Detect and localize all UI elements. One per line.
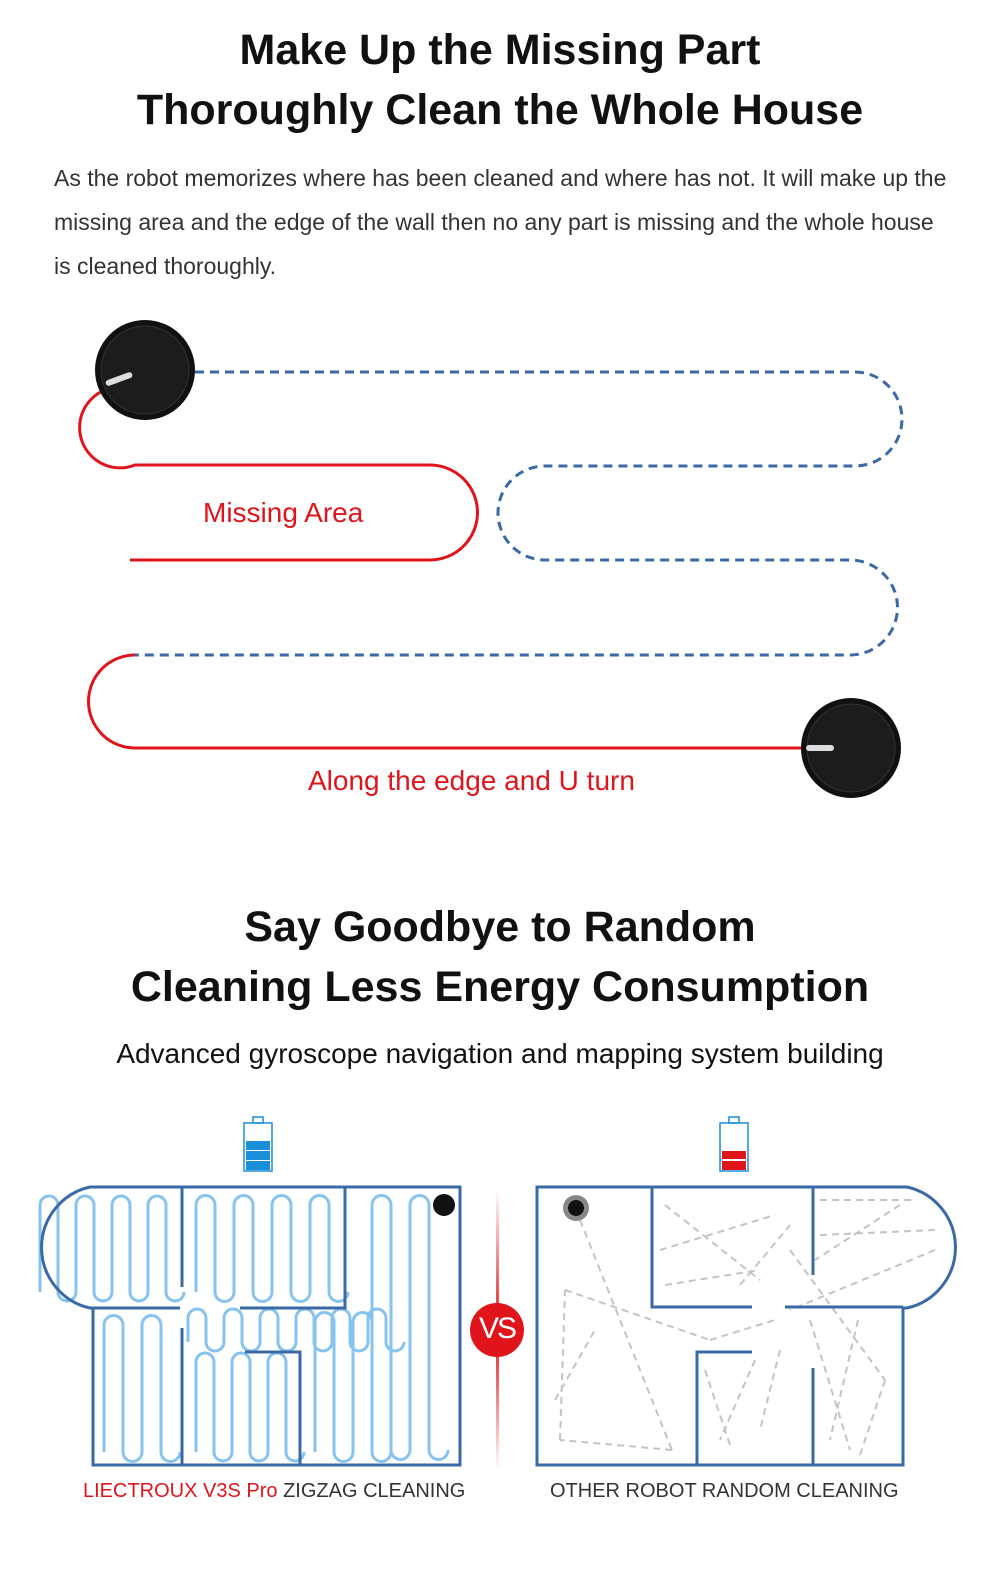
section2-subtitle: Advanced gyroscope navigation and mappin…: [116, 1038, 884, 1069]
random-path-segment: [579, 1219, 673, 1451]
zigzag-path: [194, 1194, 350, 1303]
robot-icon-small-left: [433, 1194, 455, 1216]
robot-icon-start: [95, 320, 195, 420]
random-path-segment: [564, 1289, 711, 1341]
random-path-segment: [559, 1439, 673, 1451]
zigzag-path: [38, 1194, 186, 1303]
random-path-segment: [664, 1204, 761, 1281]
random-path-segment: [709, 1319, 776, 1341]
robot-icon-end: [801, 698, 901, 798]
random-path-segment: [819, 1229, 936, 1236]
section1-title-line1: Make Up the Missing Part: [239, 26, 761, 74]
random-path-segment: [829, 1319, 859, 1441]
edge-path: [87, 653, 805, 750]
random-path-segment: [814, 1204, 901, 1261]
edge-uturn-label: Along the edge and U turn: [308, 765, 635, 796]
dashed-path: [135, 370, 904, 657]
random-path-segment: [789, 1249, 886, 1381]
zigzag-paths: [38, 1194, 450, 1463]
section1-description: As the robot memorizes where has been cl…: [54, 165, 947, 279]
random-path-segment: [789, 1249, 936, 1311]
missing-area-label: Missing Area: [203, 497, 364, 528]
random-path-segment: [554, 1329, 596, 1401]
random-path-segment: [739, 1224, 791, 1286]
section2-title-line1: Say Goodbye to Random: [244, 903, 756, 951]
random-path-segment: [809, 1319, 851, 1451]
zigzag-path: [102, 1314, 182, 1463]
random-path-segment: [704, 1369, 731, 1446]
missing-area-path: [78, 388, 479, 562]
zigzag-path: [313, 1311, 393, 1463]
right-floor-plan: [535, 1185, 957, 1467]
random-path-segment: [759, 1349, 781, 1431]
battery-low-icon: [719, 1116, 749, 1172]
brand-name: LIECTROUX V3S Pro: [83, 1480, 278, 1502]
zigzag-path: [194, 1351, 306, 1463]
random-path-segment: [719, 1359, 756, 1441]
random-path-segment: [559, 1289, 566, 1441]
random-path-segment: [664, 1269, 761, 1286]
zigzag-path: [370, 1194, 450, 1461]
random-path-segment: [859, 1379, 886, 1456]
section1-title-line2: Thoroughly Clean the Whole House: [136, 86, 864, 134]
left-floor-plan: [40, 1185, 462, 1467]
left-caption-text: ZIGZAG CLEANING: [277, 1480, 466, 1502]
zigzag-path: [186, 1307, 406, 1353]
random-paths: [554, 1199, 936, 1456]
right-caption: OTHER ROBOT RANDOM CLEANING: [550, 1480, 899, 1502]
vs-badge: [470, 1303, 524, 1357]
random-path-segment: [659, 1214, 776, 1251]
left-caption: LIECTROUX V3S Pro ZIGZAG CLEANING: [83, 1480, 465, 1503]
section2-title-line2: Cleaning Less Energy Consumption: [130, 963, 870, 1011]
battery-full-icon: [243, 1116, 273, 1172]
vs-label: VS: [478, 1312, 517, 1345]
